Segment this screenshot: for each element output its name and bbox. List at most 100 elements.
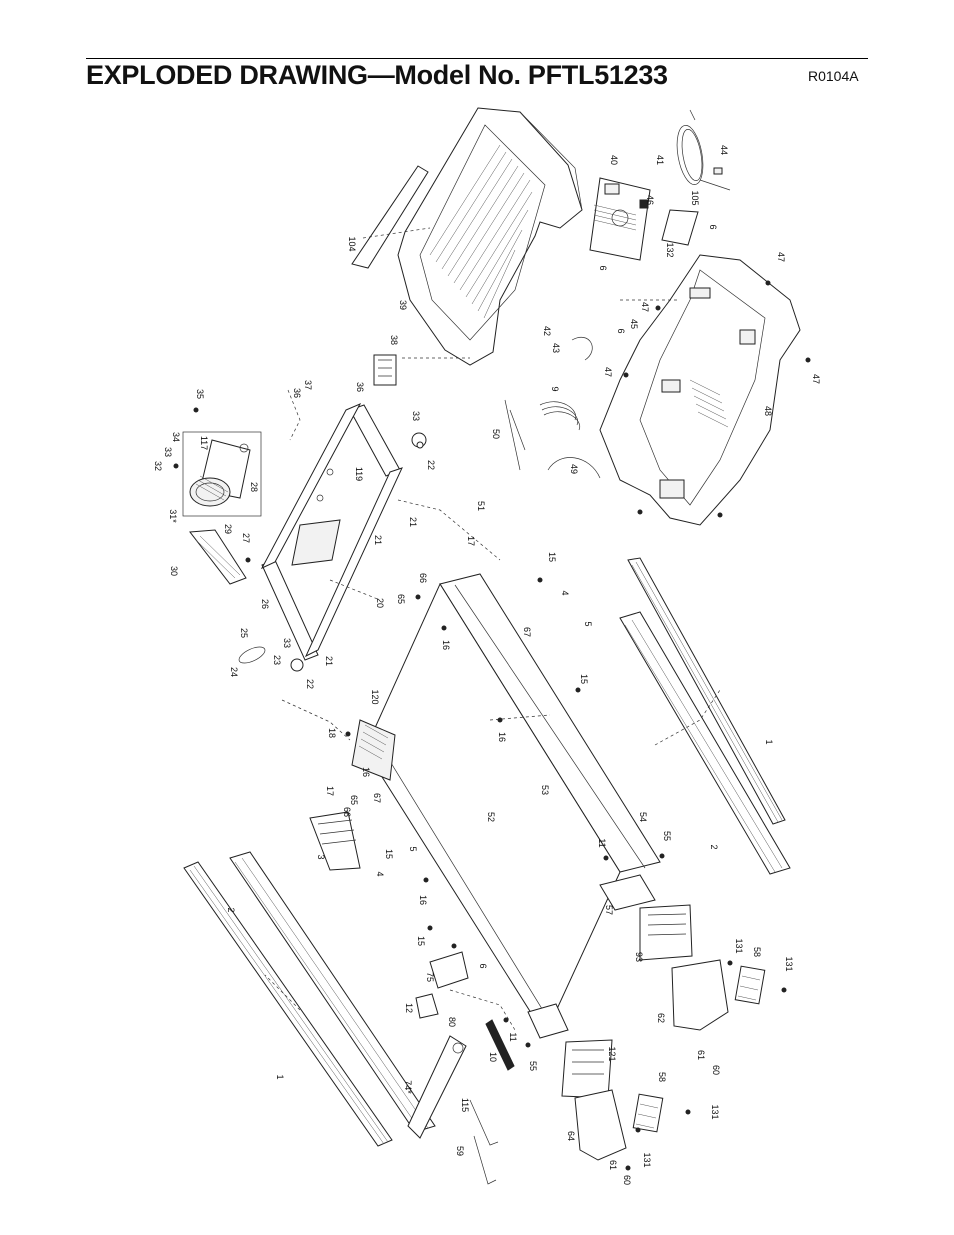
part-label: 43 bbox=[551, 343, 561, 353]
part-label: 120 bbox=[370, 689, 380, 704]
part-label: 55 bbox=[662, 831, 672, 841]
part-label: 5 bbox=[408, 846, 418, 851]
part-label: 32 bbox=[153, 461, 163, 471]
console-base bbox=[397, 107, 583, 366]
motor-assembly bbox=[182, 431, 262, 517]
part-label: 15 bbox=[547, 552, 557, 562]
circuit-breaker bbox=[639, 199, 699, 246]
drawing-code: R0104A bbox=[808, 68, 859, 84]
part-label: 28 bbox=[249, 482, 259, 492]
part-label: 38 bbox=[389, 335, 399, 345]
part-label: 47 bbox=[640, 302, 650, 312]
part-label: 119 bbox=[354, 467, 364, 481]
page-title: EXPLODED DRAWING—Model No. PFTL51233 bbox=[86, 60, 668, 90]
incline-parts bbox=[238, 432, 427, 672]
part-label: 132 bbox=[665, 242, 675, 257]
part-label: 33 bbox=[411, 411, 421, 421]
part-label: 16 bbox=[418, 895, 428, 905]
part-label: 15 bbox=[579, 674, 589, 684]
part-label: 27 bbox=[241, 533, 251, 543]
part-label: 131 bbox=[642, 1152, 652, 1167]
part-label: 30 bbox=[169, 566, 179, 576]
part-label: 52 bbox=[486, 812, 496, 822]
console-overlay bbox=[351, 165, 429, 269]
wire-harnesses bbox=[504, 337, 601, 479]
part-label: 17 bbox=[466, 536, 476, 546]
part-label: 22 bbox=[305, 679, 315, 689]
part-label: 59 bbox=[455, 1146, 465, 1156]
part-label: 16 bbox=[497, 732, 507, 742]
leader-lines bbox=[264, 227, 721, 1031]
part-label: 31* bbox=[168, 509, 178, 523]
part-label: 74* bbox=[403, 1080, 413, 1094]
part-label: 115 bbox=[460, 1098, 470, 1112]
part-label: 42 bbox=[542, 326, 552, 336]
part-label: 104 bbox=[347, 236, 357, 251]
part-label: 50 bbox=[491, 429, 501, 439]
part-label: 61 bbox=[608, 1160, 618, 1170]
part-label: 1 bbox=[275, 1074, 285, 1079]
part-label: 62 bbox=[656, 1013, 666, 1023]
part-label: 16 bbox=[441, 640, 451, 650]
part-label: 17 bbox=[325, 786, 335, 796]
part-label: 61 bbox=[696, 1050, 706, 1060]
part-label: 36 bbox=[292, 388, 302, 398]
part-label: 23 bbox=[272, 655, 282, 665]
part-label: 24 bbox=[229, 667, 239, 677]
part-label: 117 bbox=[199, 436, 209, 450]
part-label: 80 bbox=[447, 1017, 457, 1027]
part-label: 2 bbox=[709, 844, 719, 849]
part-label: 20 bbox=[375, 598, 385, 608]
part-label: 36 bbox=[355, 382, 365, 392]
part-label: 21 bbox=[408, 517, 418, 527]
part-label: 47 bbox=[603, 367, 613, 377]
part-label: 44 bbox=[719, 145, 729, 155]
part-label: 64 bbox=[566, 1131, 576, 1141]
part-label: 121 bbox=[607, 1046, 617, 1061]
drive-belt bbox=[189, 529, 247, 585]
part-label: 93 bbox=[634, 952, 644, 962]
part-label: 75 bbox=[425, 972, 435, 982]
power-cord bbox=[676, 109, 731, 191]
part-label: 18 bbox=[327, 728, 337, 738]
part-label: 57 bbox=[604, 905, 614, 915]
part-label: 6 bbox=[598, 265, 608, 270]
part-label: 67 bbox=[522, 627, 532, 637]
part-label: 53 bbox=[540, 785, 550, 795]
part-label: 3 bbox=[316, 854, 326, 859]
header-rule bbox=[86, 58, 868, 59]
part-label: 2 bbox=[226, 907, 236, 912]
part-label: 65 bbox=[396, 594, 406, 604]
controller-board bbox=[589, 177, 651, 261]
part-label: 15 bbox=[384, 849, 394, 859]
part-label: 47 bbox=[776, 252, 786, 262]
part-label: 4 bbox=[560, 590, 570, 595]
part-label: 54 bbox=[638, 812, 648, 822]
part-label: 60 bbox=[622, 1175, 632, 1185]
part-label: 11 bbox=[597, 838, 607, 847]
part-label: 6 bbox=[708, 224, 718, 229]
part-label: 58 bbox=[752, 947, 762, 957]
part-label: 55 bbox=[528, 1061, 538, 1071]
part-label: 25 bbox=[239, 628, 249, 638]
part-label: 1 bbox=[764, 739, 774, 744]
motor-hood bbox=[599, 254, 801, 526]
part-label: 40 bbox=[609, 155, 619, 165]
treadmill-frame bbox=[351, 573, 661, 1039]
part-label: 58 bbox=[657, 1072, 667, 1082]
part-label: 49 bbox=[569, 464, 579, 474]
part-label: 12 bbox=[404, 1003, 414, 1013]
part-label: 37 bbox=[303, 380, 313, 390]
part-label: 21 bbox=[373, 535, 383, 545]
fasteners bbox=[173, 280, 811, 1171]
part-label: 45 bbox=[629, 319, 639, 329]
part-label: 51 bbox=[476, 501, 486, 511]
part-label: 60 bbox=[711, 1065, 721, 1075]
side-rail-left bbox=[183, 851, 436, 1147]
part-label: 6 bbox=[616, 328, 626, 333]
part-label: 21 bbox=[324, 656, 334, 666]
part-label: 33 bbox=[163, 447, 173, 457]
part-label: 66 bbox=[342, 807, 352, 817]
part-label: 131 bbox=[784, 956, 794, 971]
